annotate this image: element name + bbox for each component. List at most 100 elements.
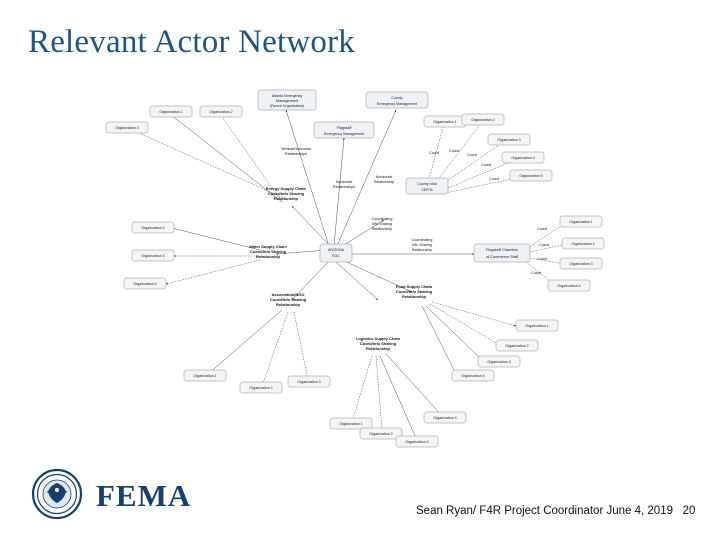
node-certs-org4[interactable]: Organization 4: [501, 151, 545, 164]
edge-label-vertical-horizontal-2: Relationships: [285, 152, 307, 156]
edge-food-org2: [429, 303, 499, 345]
node-chamber-org4-label: Organization 4: [557, 284, 580, 288]
hub-label-water-2: Coord/Info Sharing: [250, 249, 287, 254]
node-food-org3[interactable]: Organization 3: [477, 355, 521, 368]
node-chamber-org3-label: Organization 3: [569, 262, 592, 266]
node-food-org2-label: Organization 2: [505, 344, 528, 348]
hub-label-logistics-2: Coord/Info Sharing: [360, 341, 397, 346]
node-certs-org1[interactable]: Organization 1: [423, 115, 467, 128]
edge-label-coord-certs-1: Coordinating: [372, 217, 393, 221]
edge-label-coord-chamber-2: Info Sharing: [412, 243, 432, 247]
edge-chamber-org2: [529, 243, 567, 253]
hub-label-water-3: Relationship: [256, 254, 281, 259]
edge-label-coord-2: Coord: [449, 149, 459, 153]
edge-label-coord-3: Coord: [467, 153, 477, 157]
fema-wordmark: FEMA: [96, 478, 191, 513]
node-logistics-org3-label: Organization 3: [405, 440, 428, 444]
edge-label-horizontal-relationships-1: Horizontal: [336, 180, 353, 184]
node-food-org1-label: Organization 1: [525, 324, 548, 328]
node-atlanta-em-line2: Management: [276, 98, 300, 103]
node-certs-org2-label: Organization 2: [471, 118, 494, 122]
node-chamber-org1-label: Organization 1: [569, 220, 592, 224]
edge-hub-energy: [291, 205, 333, 249]
node-chamber-org1[interactable]: Organization 1: [559, 215, 603, 228]
node-logistics-org3[interactable]: Organization 3: [395, 435, 439, 448]
node-certs-org3-label: Organization 3: [497, 138, 520, 142]
page-number: 20: [682, 505, 696, 517]
edge-label-coord-6: Coord: [537, 227, 547, 231]
node-certs-org3[interactable]: Organization 3: [487, 133, 531, 146]
edge-logistics-org1: [351, 355, 373, 423]
footer-credit: Sean Ryan/ F4R Project Coordinator June …: [416, 505, 695, 517]
node-county-em[interactable]: County Emergency Management: [365, 91, 429, 109]
edge-hub-water: [275, 249, 329, 255]
node-water-org1[interactable]: Organization 2: [131, 221, 175, 234]
node-assoc-org2[interactable]: Organization 2: [239, 381, 283, 394]
edge-water-org1: [171, 227, 261, 251]
edge-label-coord-certs-3: Relationship: [372, 227, 392, 231]
node-certs-org5[interactable]: Organization 5: [509, 169, 553, 182]
edge-logistics-org3: [379, 355, 417, 439]
node-county-certs[interactable]: County of/at CERTs: [405, 177, 449, 195]
node-logistics-org1-label: Organization 1: [339, 422, 362, 426]
node-flagstaff-chamber-line1: Flagstaff Chamber: [486, 247, 519, 252]
footer-author: Sean Ryan/ F4R Project Coordinator June …: [416, 505, 673, 517]
node-energy-org1[interactable]: Organization 1: [149, 105, 193, 118]
node-assoc-org1-label: Organization 1: [193, 374, 216, 378]
node-assoc-org3[interactable]: Organization 3: [287, 375, 331, 388]
edge-hub-county-em: [336, 109, 397, 247]
node-food-org2[interactable]: Organization 2: [495, 339, 539, 352]
node-energy-org1-label: Organization 1: [159, 110, 182, 114]
node-assoc-org2-label: Organization 2: [249, 386, 272, 390]
node-logistics-org2[interactable]: Organization 2: [359, 427, 403, 440]
node-chamber-org3[interactable]: Organization 3: [559, 257, 603, 270]
edge-assoc-org2: [261, 311, 289, 387]
hub-label-logistics-1: Logistics Supply Chain: [356, 336, 401, 341]
node-certs-org2[interactable]: Organization 2: [461, 113, 505, 126]
node-water-org2-label: Organization 3: [141, 254, 164, 258]
node-chamber-org4[interactable]: Organization 4: [547, 279, 591, 292]
edge-label-vertical-horizontal-1: Vertical/Horizontal: [281, 147, 311, 151]
node-energy-org3[interactable]: Organization 3: [105, 121, 149, 134]
edge-food-org4: [421, 305, 457, 375]
edge-hub-food: [339, 258, 413, 293]
node-flagstaff-chamber[interactable]: Flagstaff Chamber of Commerce Staff: [473, 243, 531, 263]
node-logistics-org1[interactable]: Organization 1: [329, 417, 373, 430]
hub-label-assoc-3: Relationship: [276, 302, 301, 307]
node-food-org3-label: Organization 3: [487, 360, 510, 364]
node-layer: ARIZONA EOC Atlanta Emergency Management…: [105, 89, 605, 448]
edge-hub-atlanta-em: [285, 109, 330, 247]
edge-logistics-org2: [375, 355, 383, 431]
edge-energy-org2: [219, 113, 283, 203]
hub-label-assoc-2: Coord/Info Sharing: [270, 297, 307, 302]
node-certs-org4-label: Organization 4: [511, 156, 534, 160]
node-county-certs-line2: CERTs: [421, 188, 432, 192]
edge-food-org1: [431, 301, 517, 327]
node-food-org4[interactable]: Organization 4: [451, 369, 495, 382]
node-arizona-eoc[interactable]: ARIZONA EOC: [319, 243, 353, 263]
node-energy-org2-label: Organization 2: [209, 110, 232, 114]
node-energy-org2[interactable]: Organization 2: [199, 105, 243, 118]
edge-energy-org3: [127, 127, 289, 201]
edge-label-coord-8: Coord: [537, 257, 547, 261]
node-water-org3[interactable]: Organization 4: [123, 277, 167, 290]
hub-label-food-3: Relationship: [402, 294, 427, 299]
node-logistics-org4[interactable]: Organization 4: [423, 411, 467, 424]
edge-chamber-org3: [529, 257, 565, 265]
node-chamber-org2[interactable]: Organization 2: [561, 237, 605, 250]
node-flagstaff-em[interactable]: Flagstaff Emergency Management: [313, 121, 375, 139]
edge-food-org3: [425, 305, 483, 361]
node-assoc-org1[interactable]: Organization 1: [183, 369, 227, 382]
node-water-org2[interactable]: Organization 3: [131, 249, 175, 262]
hub-label-energy-1: Energy Supply Chain: [266, 186, 307, 191]
node-certs-org1-label: Organization 1: [433, 120, 456, 124]
edge-logistics-org4: [385, 353, 445, 419]
node-logistics-org4-label: Organization 4: [433, 416, 456, 420]
edge-hub-certs: [338, 219, 385, 249]
hub-label-food-1: Food Supply Chain: [396, 284, 433, 289]
edge-label-horizontal-relationship-1: Horizontal: [376, 175, 393, 179]
node-food-org1[interactable]: Organization 1: [515, 319, 559, 332]
node-atlanta-em[interactable]: Atlanta Emergency Management (Parent Org…: [257, 89, 317, 111]
node-arizona-eoc-line2: EOC: [332, 254, 340, 258]
